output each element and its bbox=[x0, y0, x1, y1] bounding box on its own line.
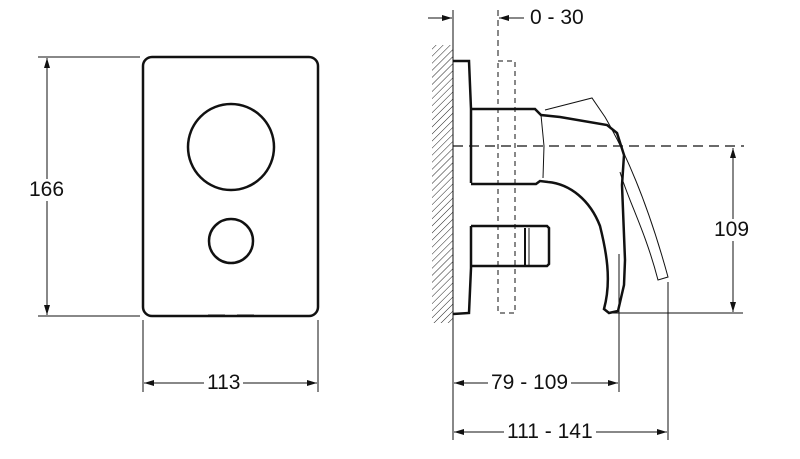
height-label: 166 bbox=[26, 179, 68, 201]
control-knob bbox=[186, 102, 276, 192]
cover-plate bbox=[141, 55, 320, 318]
lever-depth-label: 79 - 109 bbox=[488, 372, 572, 394]
valve-body bbox=[471, 107, 627, 315]
side-plate bbox=[452, 59, 473, 316]
width-label: 113 bbox=[204, 372, 244, 394]
diverter-knob bbox=[207, 217, 255, 265]
diverter-stem bbox=[471, 224, 551, 268]
spout-depth-label: 111 - 141 bbox=[504, 421, 596, 443]
projection-label: 0 - 30 bbox=[527, 7, 587, 29]
front-view bbox=[38, 55, 320, 392]
side-view bbox=[428, 10, 744, 440]
center-height-label: 109 bbox=[711, 219, 753, 241]
adjustment-range bbox=[497, 60, 516, 314]
wall-hatch bbox=[432, 45, 453, 323]
